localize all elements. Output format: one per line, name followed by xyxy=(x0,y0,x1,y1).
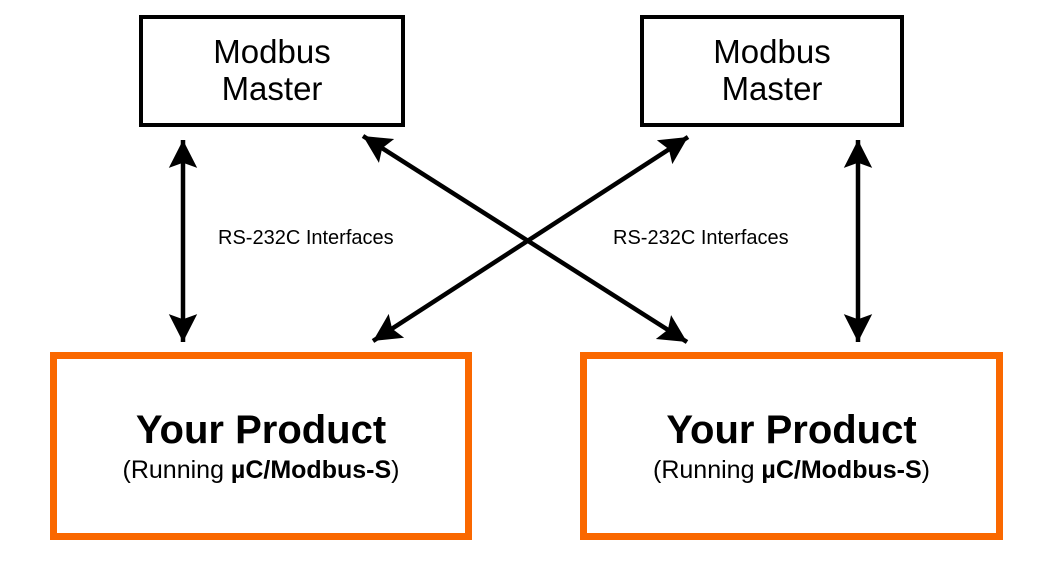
rs232c-label-left: RS-232C Interfaces xyxy=(218,227,394,249)
your-product-right-sub-suffix: ) xyxy=(921,455,930,484)
your-product-right-sub-bold: µC/Modbus-S xyxy=(761,455,922,484)
your-product-box-left: Your Product (Running µC/Modbus-S) xyxy=(50,352,472,540)
your-product-right-sub-prefix: (Running xyxy=(653,455,762,484)
your-product-right-title: Your Product xyxy=(666,407,917,452)
your-product-left-sub-prefix: (Running xyxy=(122,455,231,484)
your-product-left-subtitle: (Running µC/Modbus-S) xyxy=(123,457,400,483)
modbus-master-left-line1: Modbus xyxy=(213,33,331,71)
modbus-master-box-left: Modbus Master xyxy=(139,15,405,127)
modbus-master-left-line2: Master xyxy=(221,70,323,107)
rs232c-label-right: RS-232C Interfaces xyxy=(613,227,789,249)
your-product-box-right: Your Product (Running µC/Modbus-S) xyxy=(580,352,1003,540)
your-product-right-subtitle: (Running µC/Modbus-S) xyxy=(653,457,930,483)
your-product-left-sub-suffix: ) xyxy=(391,455,400,484)
modbus-master-box-right: Modbus Master xyxy=(640,15,904,127)
your-product-left-sub-bold: µC/Modbus-S xyxy=(230,455,392,484)
modbus-master-right-line1: Modbus xyxy=(713,33,831,71)
modbus-master-right-line2: Master xyxy=(721,70,823,107)
your-product-left-title: Your Product xyxy=(135,407,387,452)
